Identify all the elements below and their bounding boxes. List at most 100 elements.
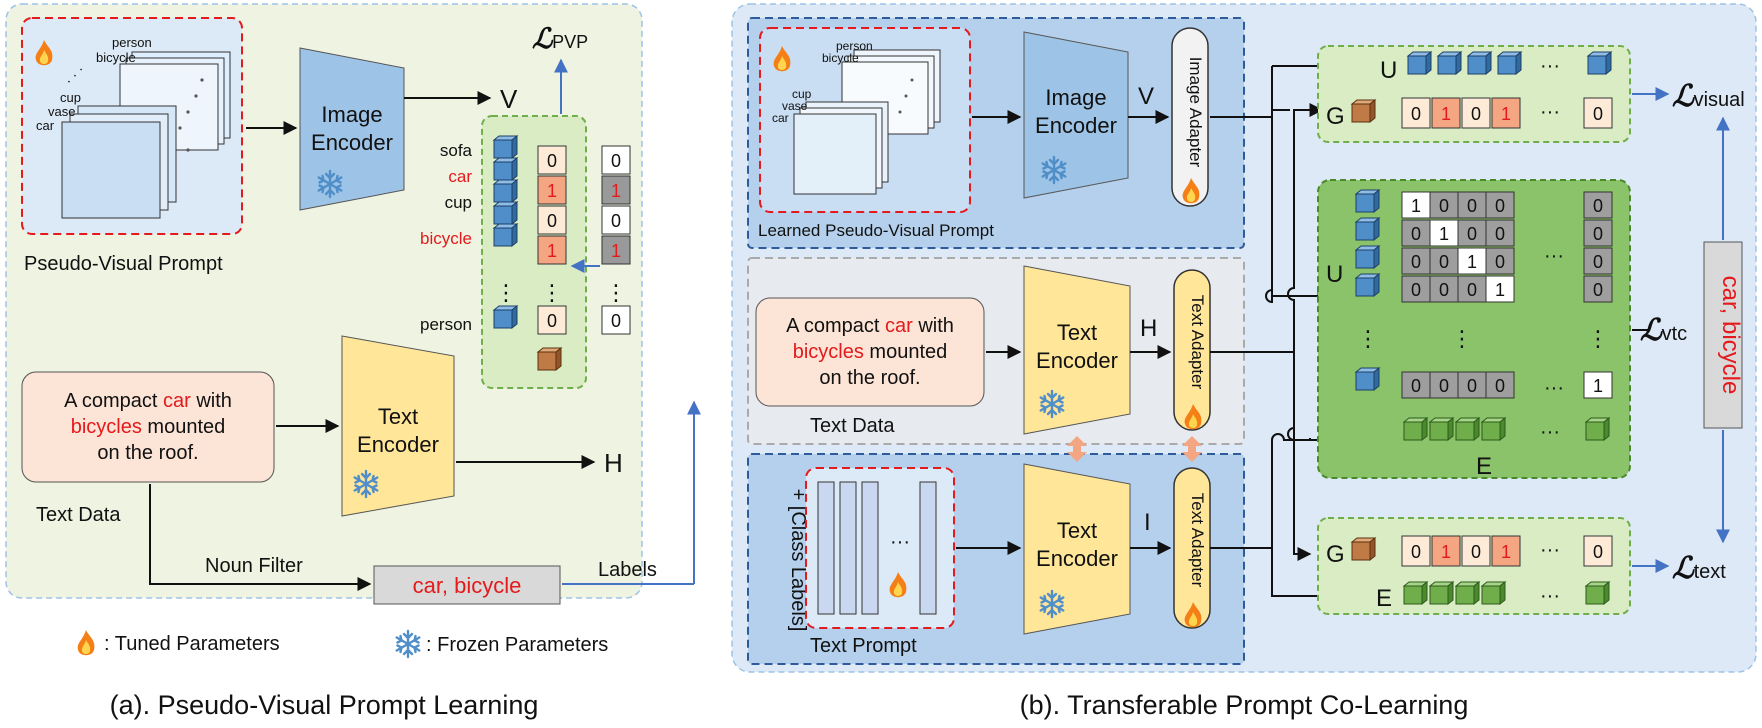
- text-encoder-b2: [1023, 463, 1131, 635]
- pred-2: 0: [547, 211, 557, 231]
- matrix-cell: [1429, 275, 1459, 303]
- visual-branch-box: [1317, 45, 1631, 143]
- text-adapter-2-label: Text Adapter: [1188, 493, 1207, 588]
- visual-u-ellipsis: ···: [1540, 55, 1560, 77]
- label-2: 0: [611, 211, 621, 231]
- matrix-cell-value: 0: [1495, 196, 1505, 216]
- tg-0: 0: [1411, 542, 1421, 562]
- prompt-tokens: [817, 481, 937, 615]
- matrix-cell-value: 1: [1411, 196, 1421, 216]
- matrix-cell: [1429, 247, 1459, 275]
- vg-1: 1: [1441, 104, 1451, 124]
- matrix-cell-value: 0: [1411, 224, 1421, 244]
- caption-b: (b). Transferable Prompt Co-Learning: [1020, 690, 1469, 720]
- matrix-cell-value: 0: [1467, 224, 1477, 244]
- vtc-vdots-u: ⋮: [1357, 326, 1379, 351]
- visual-g-values: 0 1 0 1 0: [1401, 97, 1613, 129]
- matrix-cell: [1485, 275, 1515, 303]
- matrix-cell-value: 0: [1593, 196, 1603, 216]
- matrix-cell-value: 0: [1495, 252, 1505, 272]
- noun-filter-label: Noun Filter: [205, 555, 303, 577]
- matrix-cell-value: 1: [1593, 376, 1603, 396]
- b-stack-cup: cup: [792, 87, 812, 101]
- text-encoder-b1-line1: Text: [1057, 320, 1097, 345]
- text-data-b-line1: A compact car with: [786, 315, 954, 337]
- pred-1: 1: [547, 181, 557, 201]
- class-sofa: sofa: [440, 141, 473, 160]
- tg-2: 0: [1471, 542, 1481, 562]
- tg-3: 1: [1501, 542, 1511, 562]
- matrix-cell-value: 0: [1593, 224, 1603, 244]
- learned-pvp-label: Learned Pseudo-Visual Prompt: [758, 221, 994, 240]
- image-encoder-a-line1: Image: [321, 102, 382, 127]
- vdots-pred: ⋮: [541, 280, 563, 305]
- caption-a: (a). Pseudo-Visual Prompt Learning: [110, 690, 539, 720]
- matrix-cell: [1485, 191, 1515, 219]
- side-label: car, bicycle: [1717, 276, 1744, 395]
- label-4: 0: [611, 311, 621, 331]
- loss-vtc: ℒvtc: [1640, 314, 1687, 347]
- matrix-cell: [1429, 191, 1459, 219]
- filter-result-box: [373, 565, 561, 605]
- pred-3: 1: [547, 241, 557, 261]
- label-1: 1: [611, 181, 621, 201]
- visual-g-ellipsis: ···: [1540, 101, 1560, 123]
- legend-tuned: : Tuned Parameters: [104, 633, 280, 655]
- class-cup: cup: [445, 193, 472, 212]
- text-data-a-line1: A compact car with: [64, 390, 232, 412]
- background-cube: [537, 347, 562, 371]
- class-person: person: [420, 315, 472, 334]
- label-3: 1: [611, 241, 621, 261]
- h-label-b: H: [1140, 315, 1157, 342]
- text-encoder-b1-line2: Encoder: [1036, 348, 1118, 373]
- b-stack-vase: vase: [782, 99, 808, 113]
- pvp-title: Pseudo-Visual Prompt: [24, 253, 223, 275]
- image-encoder-b-line2: Encoder: [1035, 113, 1117, 138]
- loss-text: ℒtext: [1672, 552, 1726, 585]
- loss-visual: ℒvisual: [1672, 80, 1745, 113]
- g-cube-visual: [1351, 99, 1376, 123]
- matrix-cell-value: 0: [1593, 252, 1603, 272]
- matrix-cell-value: 0: [1593, 280, 1603, 300]
- text-data-b-line3: on the roof.: [819, 367, 920, 389]
- text-prompt-label: Text Prompt: [810, 635, 917, 657]
- stack-label-cup: cup: [60, 90, 81, 105]
- b-stack-person: person: [836, 39, 873, 53]
- matrix-cell: [1457, 371, 1487, 399]
- side-label-box: [1703, 241, 1743, 429]
- matrix-cell-value: 0: [1439, 196, 1449, 216]
- u-label-visual: U: [1380, 57, 1397, 84]
- panel-b: person bicycle cup vase car Learned Pseu…: [731, 3, 1757, 720]
- text-encoder-a-line2: Encoder: [357, 432, 439, 457]
- text-encoder-b1: [1023, 265, 1131, 435]
- matrix-cell: [1401, 371, 1431, 399]
- matrix-cell-value: 1: [1439, 224, 1449, 244]
- matrix-cell: [1401, 219, 1431, 247]
- matrix-cell: [1429, 219, 1459, 247]
- vg-0: 0: [1411, 104, 1421, 124]
- u-label-vtc: U: [1326, 261, 1343, 288]
- text-encoder-b2-line2: Encoder: [1036, 546, 1118, 571]
- text-e-ellipsis: ···: [1540, 585, 1560, 607]
- text-g-ellipsis: ···: [1540, 539, 1560, 561]
- matrix-cell: [1429, 371, 1459, 399]
- class-labels: + [Class Labels]: [787, 489, 809, 632]
- text-adapter-1: [1173, 269, 1211, 431]
- matrix-cell-value: 0: [1439, 252, 1449, 272]
- vtc-vdots-r: ⋮: [1587, 326, 1609, 351]
- snowflake-icon: [395, 629, 421, 659]
- v-label-a: V: [500, 84, 518, 114]
- matrix-cell: [1583, 371, 1613, 399]
- class-car: car: [448, 167, 472, 186]
- text-data-box-a: [21, 371, 275, 483]
- class-bicycle: bicycle: [420, 229, 472, 248]
- stack-label-bicycle: bicycle: [96, 50, 136, 65]
- matrix-cell: [1583, 219, 1613, 247]
- legend-frozen: : Frozen Parameters: [426, 634, 608, 656]
- matrix-cell: [1485, 371, 1515, 399]
- g-cube-text: [1351, 537, 1376, 561]
- matrix-cell-value: 1: [1467, 252, 1477, 272]
- image-encoder-b-line1: Image: [1045, 85, 1106, 110]
